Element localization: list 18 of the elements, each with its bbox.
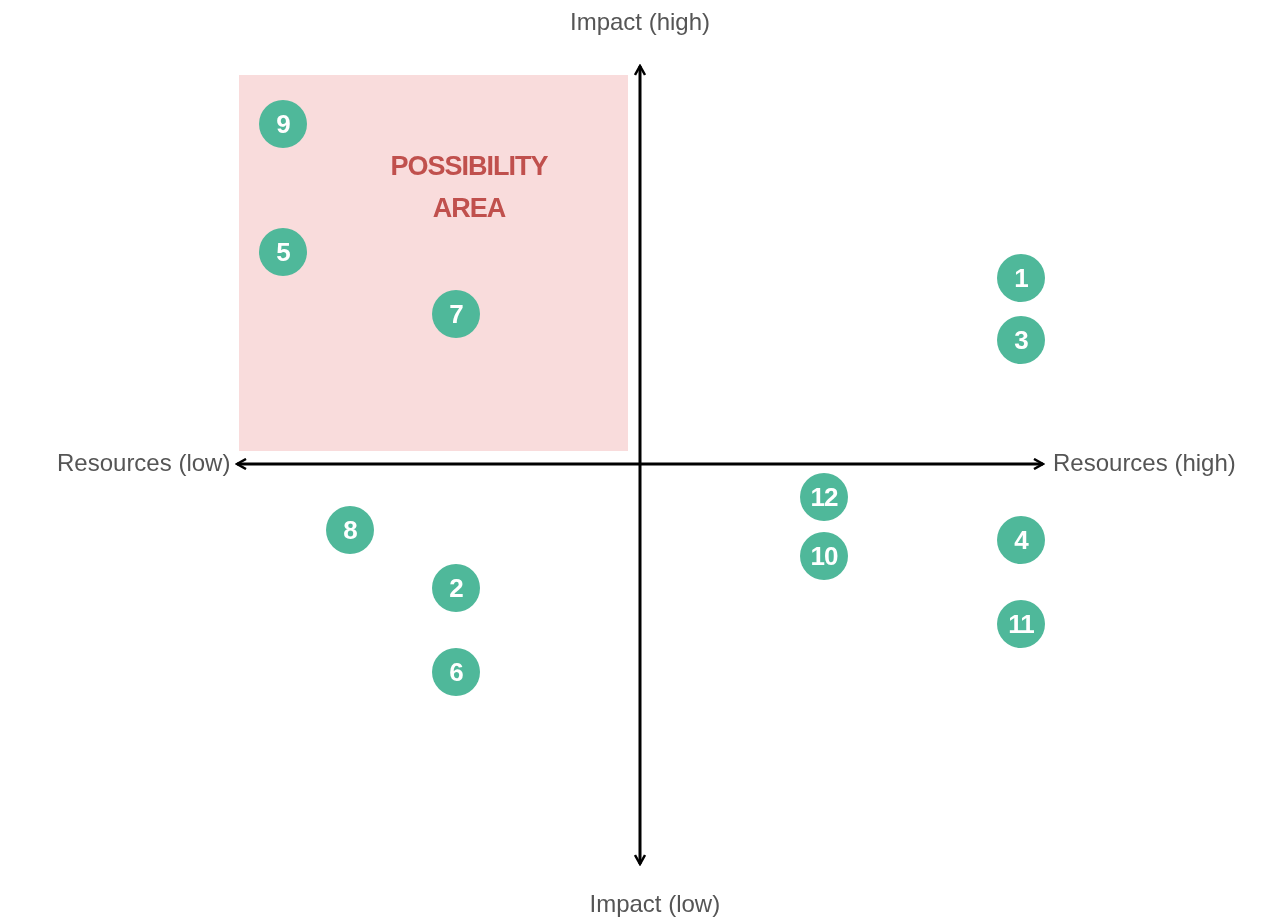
numbered-circle: 2 [432,564,480,612]
numbered-circle: 3 [997,316,1045,364]
axis-label: Impact (low) [589,890,721,918]
numbered-circle: 11 [997,600,1045,648]
axis-label: Resources (high) [1053,449,1236,477]
area-title: POSSIBILITY AREA [389,150,549,225]
axis-label: Resources (low) [57,449,231,477]
numbered-circle: 9 [259,100,307,148]
numbered-circle: 12 [800,473,848,521]
numbered-circle: 1 [997,254,1045,302]
numbered-circle: 6 [432,648,480,696]
numbered-circle: 4 [997,516,1045,564]
possibility-area [239,75,628,451]
numbered-circle: 7 [432,290,480,338]
numbered-circle: 10 [800,532,848,580]
axis-label: Impact (high) [570,8,711,36]
numbered-circle: 8 [326,506,374,554]
numbered-circle: 5 [259,228,307,276]
